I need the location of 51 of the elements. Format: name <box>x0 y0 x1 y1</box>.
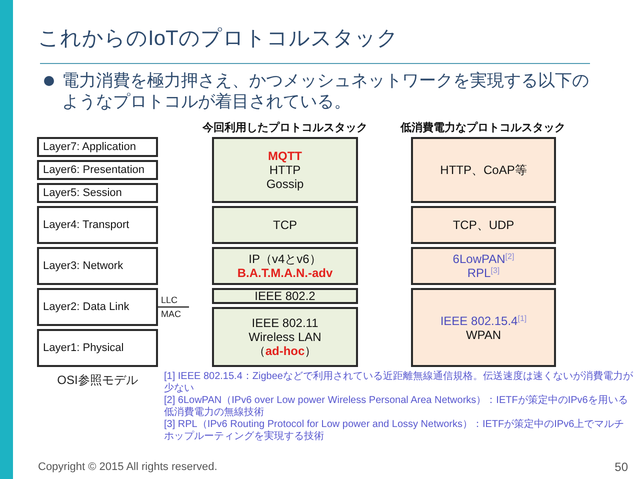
protocol-name: TCP <box>273 218 297 232</box>
sublayer-label: LLC <box>161 295 178 306</box>
protocol-name: IEEE 802.15.4$^{[1]}$ <box>440 314 527 328</box>
layer-box <box>37 183 158 203</box>
footnote-text: [1] IEEE 802.15.4：Zigbeeなどで利用されている近距離無線通信規格。伝送速度は速くないが消費電力が少ない <box>164 371 634 394</box>
protocol-box <box>411 206 556 244</box>
layer-box <box>37 137 158 157</box>
column-heading: 今回利用したプロトコルスタック <box>202 121 368 135</box>
protocol-box <box>212 206 358 244</box>
protocol-name: IP（v4とv6） <box>248 252 322 266</box>
protocol-name: B.A.T.M.A.N.-adv <box>237 266 333 280</box>
sublayer-label: MAC <box>161 309 181 320</box>
footnote-text: [2] 6LowPAN（IPv6 over Low power Wireless Personal Area Networks）：IETFが策定中のIPv6を用いる低消費電力の無線技術 <box>164 395 629 418</box>
slide-title: これからのIoTのプロトコルスタック <box>38 26 398 52</box>
column-heading: 低消費電力なプロトコルスタック <box>399 121 566 135</box>
layer-name: Layer5: Session <box>43 186 122 200</box>
protocol-name: RPL$^{[3]}$ <box>467 266 500 280</box>
protocol-name: IEEE 802.11 <box>252 316 318 330</box>
protocol-box <box>212 288 358 304</box>
layer-name: Layer1: Physical <box>43 341 124 355</box>
layer-box <box>37 288 158 326</box>
protocol-name: （ad-hoc） <box>253 344 317 358</box>
protocol-name: MQTT <box>268 149 302 163</box>
layer-box <box>37 329 158 367</box>
protocol-name: HTTP <box>269 163 301 177</box>
protocol-name: IEEE 802.2 <box>254 289 316 303</box>
protocol-box <box>212 307 358 367</box>
footnote-text: [3] RPL（IPv6 Routing Protocol for Low power and Lossy Networks）：IETFが策定中のIPv6上でマルチホップルーティングを実現する技術 <box>164 419 626 443</box>
layer-name: Layer2: Data Link <box>43 300 130 314</box>
protocol-name: Gossip <box>266 177 304 191</box>
protocol-name: TCP、UDP <box>452 218 514 232</box>
protocol-name: 6LowPAN$^{[2]}$ <box>452 252 514 266</box>
layer-name: Layer7: Application <box>43 140 136 154</box>
protocol-box <box>411 247 556 285</box>
layer-box <box>37 206 158 244</box>
protocol-box <box>411 137 556 203</box>
protocol-name: Wireless LAN <box>248 330 322 344</box>
layer-name: Layer3: Network <box>43 259 124 273</box>
protocol-box <box>411 288 556 367</box>
protocol-box <box>212 247 358 285</box>
protocol-box <box>212 137 358 203</box>
page-number: 50 <box>614 460 628 474</box>
copyright-text: Copyright © 2015 All rights reserved. <box>38 461 218 474</box>
stack-caption: OSI参照モデル <box>56 373 139 388</box>
layer-box <box>37 247 158 285</box>
bullet-text: 電力消費を極力押さえ、かつメッシュネットワークを実現する以下のようなプロトコルが着目されている。 <box>62 70 590 112</box>
protocol-name: WPAN <box>466 328 502 342</box>
layer-name: Layer4: Transport <box>43 218 130 232</box>
layer-box <box>37 160 158 180</box>
protocol-name: HTTP、CoAP等 <box>440 163 527 177</box>
layer-name: Layer6: Presentation <box>43 163 145 177</box>
